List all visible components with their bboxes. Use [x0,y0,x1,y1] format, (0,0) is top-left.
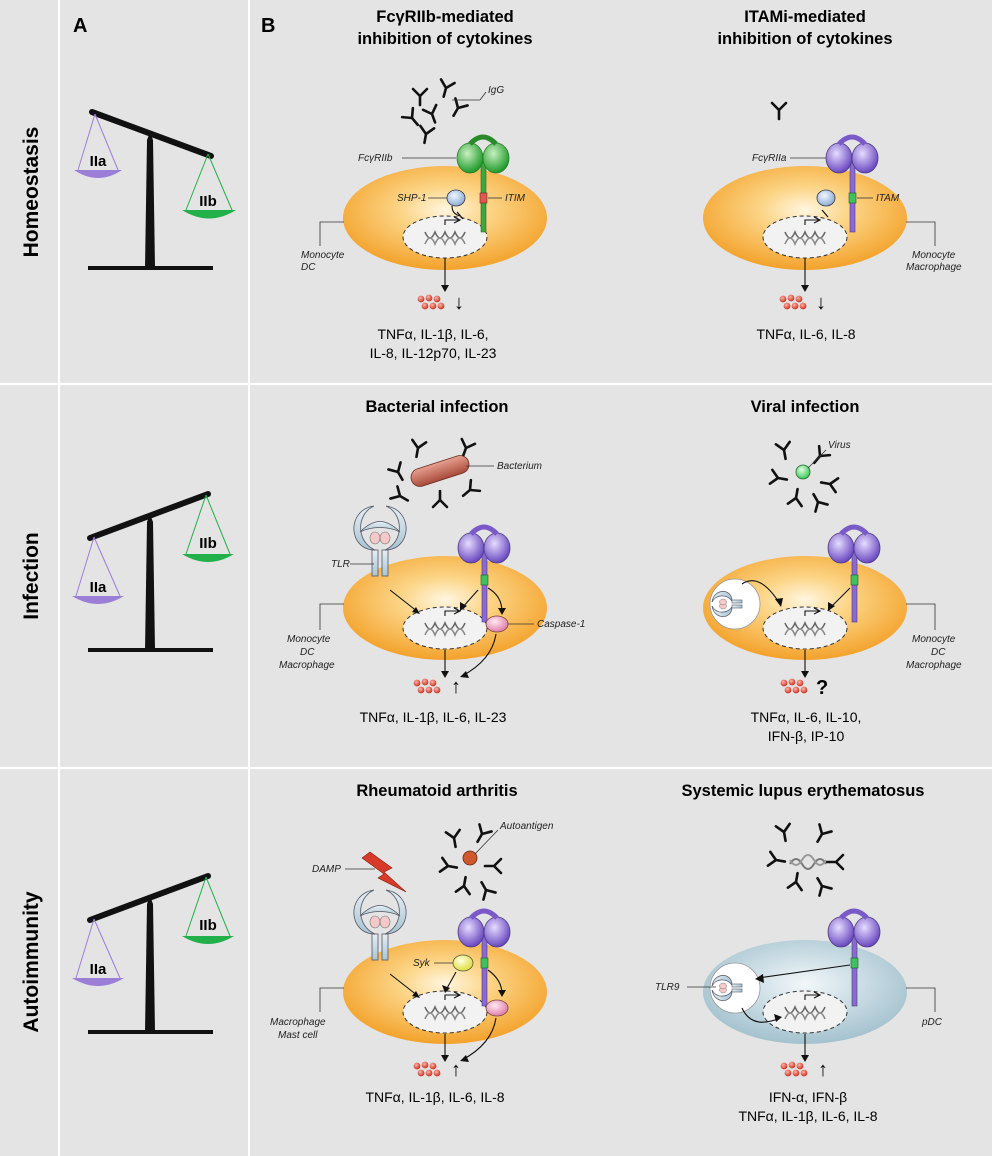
balance-scale-infection: IIa IIb [72,491,234,652]
cytokine-list: TNFα, IL-6, IL-8 [756,326,855,342]
scenario-title: ITAMi-mediated [744,8,866,26]
pan-label-iib: IIb [199,917,217,934]
row-label-autoimmunity: Autoimmunity [20,891,43,1032]
effect-arrow: ↓ [454,292,464,314]
itam-motif [848,192,857,204]
pan-label-iib: IIb [199,535,217,552]
cytokine-list: TNFα, IL-1β, IL-6, IL-23 [360,709,507,725]
caspase-1 [485,615,509,633]
balance-scale-homeostasis: IIa IIb [74,109,236,270]
bacterium [410,455,470,487]
pan-label-iia: IIa [90,579,107,596]
cytokine-list: TNFα, IL-1β, IL-6, IL-8 [365,1089,504,1105]
fcgriia-receptor [827,524,881,623]
label-igg: IgG [488,85,504,96]
autoantigen [462,850,478,866]
scenario-rheumatoid-arthritis: Rheumatoid arthritis Autoantigen DAMP [270,782,554,1105]
label-cell-type: Monocyte [912,250,956,261]
nucleus [762,606,848,650]
label-shp1: SHP-1 [397,193,426,204]
scenario-fcgriib-inhibition: FcγRIIb-mediated inhibition of cytokines… [301,8,547,361]
caspase-1 [485,999,509,1017]
effect-question: ? [816,677,828,699]
itim-motif [479,192,488,204]
itam-motif [480,957,489,969]
row-label-infection: Infection [20,532,43,620]
itam-motif [850,957,859,969]
effect-arrow: ↑ [451,676,461,698]
label-fcgriib: FcγRIIb [358,153,393,164]
scenario-viral-infection: Viral infection Virus ? [703,398,962,744]
label-cell-type: DC [301,262,316,273]
scenario-title: inhibition of cytokines [357,30,532,48]
balance-scale-autoimmunity: IIa IIb [72,873,234,1034]
label-caspase: Caspase-1 [537,619,585,630]
label-cell-type: pDC [921,1017,943,1028]
fcgriia-receptor [827,908,881,1007]
cytokine-list: IFN-β, IP-10 [768,728,845,744]
pan-label-iia: IIa [90,153,107,170]
label-tlr: TLR [331,559,350,570]
label-cell-type: Macrophage [270,1017,326,1028]
phosphatase [816,189,836,207]
pan-label-iib: IIb [199,193,217,210]
label-cell-type: Macrophage [279,660,335,671]
fcgriia-receptor [457,908,511,1007]
cytokine-list: TNFα, IL-6, IL-10, [751,709,862,725]
cytokine-list: IL-8, IL-12p70, IL-23 [370,345,497,361]
effect-arrow: ↓ [816,292,826,314]
nucleus [762,990,848,1034]
label-itam: ITAM [876,193,900,204]
endosome [709,962,761,1014]
label-tlr9: TLR9 [655,982,680,993]
panel-label-b: B [261,15,275,37]
label-cell-type: Monocyte [912,634,956,645]
label-cell-type: Macrophage [906,660,962,671]
scenario-itami-inhibition: ITAMi-mediated inhibition of cytokines ↓… [703,8,962,342]
fcgriia-receptor [825,134,879,233]
scenario-title: Rheumatoid arthritis [356,782,517,800]
row-label-homeostasis: Homeostasis [20,127,43,258]
label-cell-type: Monocyte [301,250,345,261]
label-cell-type: Mast cell [278,1030,318,1041]
endosome [709,578,761,630]
effect-arrow: ↑ [451,1059,461,1081]
shp1-phosphatase [446,189,466,207]
fcgriib-receptor [456,134,510,233]
cytokine-list: TNFα, IL-1β, IL-6, IL-8 [738,1108,877,1124]
label-syk: Syk [413,958,431,969]
label-cell-type: Macrophage [906,262,962,273]
virus [795,464,811,480]
label-autoantigen: Autoantigen [499,821,554,832]
itam-motif [480,574,489,586]
damp-lightning-icon [361,851,407,893]
label-cell-type: DC [931,647,946,658]
label-bacterium: Bacterium [497,461,542,472]
scenario-title: Bacterial infection [365,398,508,416]
itam-motif [850,574,859,586]
scenario-title: FcγRIIb-mediated [376,8,514,26]
cytokine-list: TNFα, IL-1β, IL-6, [377,326,488,342]
scenario-title: inhibition of cytokines [717,30,892,48]
cytokine-list: IFN-α, IFN-β [769,1089,847,1105]
pan-label-iia: IIa [90,961,107,978]
label-cell-type: DC [300,647,315,658]
scenario-sle: Systemic lupus erythematosus TLR9 [655,782,943,1124]
label-damp: DAMP [312,864,341,875]
panel-label-a: A [73,15,87,37]
effect-arrow: ↑ [818,1059,828,1081]
label-fcgriia: FcγRIIa [752,153,787,164]
scenario-title: Viral infection [751,398,860,416]
scenario-title: Systemic lupus erythematosus [681,782,924,800]
fcgriia-receptor [457,524,511,623]
scenario-bacterial-infection: Bacterial infection Bacterium TLR [279,398,585,725]
label-itim: ITIM [505,193,526,204]
dna-autoantigen [789,854,827,870]
label-virus: Virus [828,440,851,451]
label-cell-type: Monocyte [287,634,331,645]
syk-kinase [452,954,474,972]
